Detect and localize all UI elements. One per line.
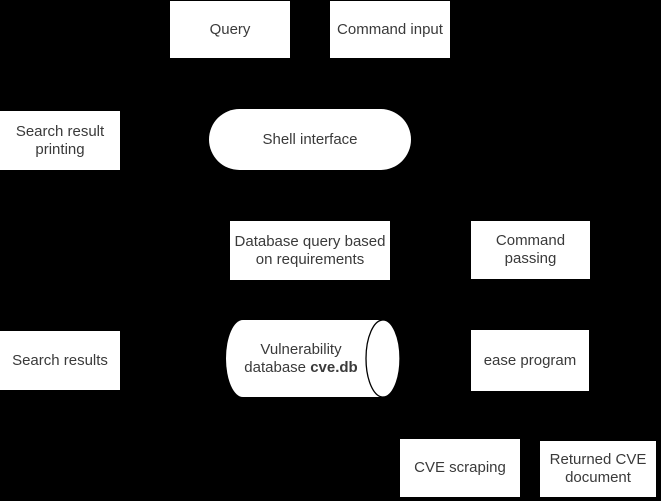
node-search-result-printing[interactable]: Search result printing [0, 111, 120, 170]
node-label: Query [209, 20, 251, 38]
node-label-line: database cve.db [244, 359, 358, 376]
node-command-input[interactable]: Command input [330, 1, 450, 58]
node-vulnerability-database[interactable]: Vulnerability database cve.db [224, 319, 402, 399]
node-label: Search results [12, 351, 108, 369]
node-label-line: on requirements [255, 250, 365, 268]
node-label-line: printing [35, 140, 85, 158]
cylinder-shape [226, 319, 401, 398]
node-label: Command passing [495, 232, 566, 267]
node-label-line: document [565, 469, 631, 486]
node-command-passing[interactable]: Command passing [471, 221, 590, 279]
node-label: Vulnerability database cve.db [228, 319, 374, 399]
node-search-results[interactable]: Search results [0, 331, 120, 390]
node-label: Command input [337, 20, 443, 38]
database-filename: cve.db [310, 359, 358, 376]
node-cve-scraping[interactable]: CVE scraping [400, 439, 520, 497]
node-shell-interface[interactable]: Shell interface [209, 109, 411, 170]
node-returned-cve-document[interactable]: Returned CVE document [540, 441, 656, 497]
node-ease-program[interactable]: ease program [471, 330, 589, 391]
node-label-line: Returned CVE [549, 451, 647, 468]
node-label: Shell interface [262, 130, 358, 148]
node-label-line: Search result [15, 122, 105, 140]
node-label-line: Database query based [234, 232, 386, 250]
node-label-line: Vulnerability [260, 341, 342, 358]
node-database-query[interactable]: Database query based on requirements [230, 221, 390, 280]
node-label: CVE scraping [414, 459, 506, 476]
node-label: ease program [483, 351, 577, 369]
node-query[interactable]: Query [170, 1, 290, 58]
